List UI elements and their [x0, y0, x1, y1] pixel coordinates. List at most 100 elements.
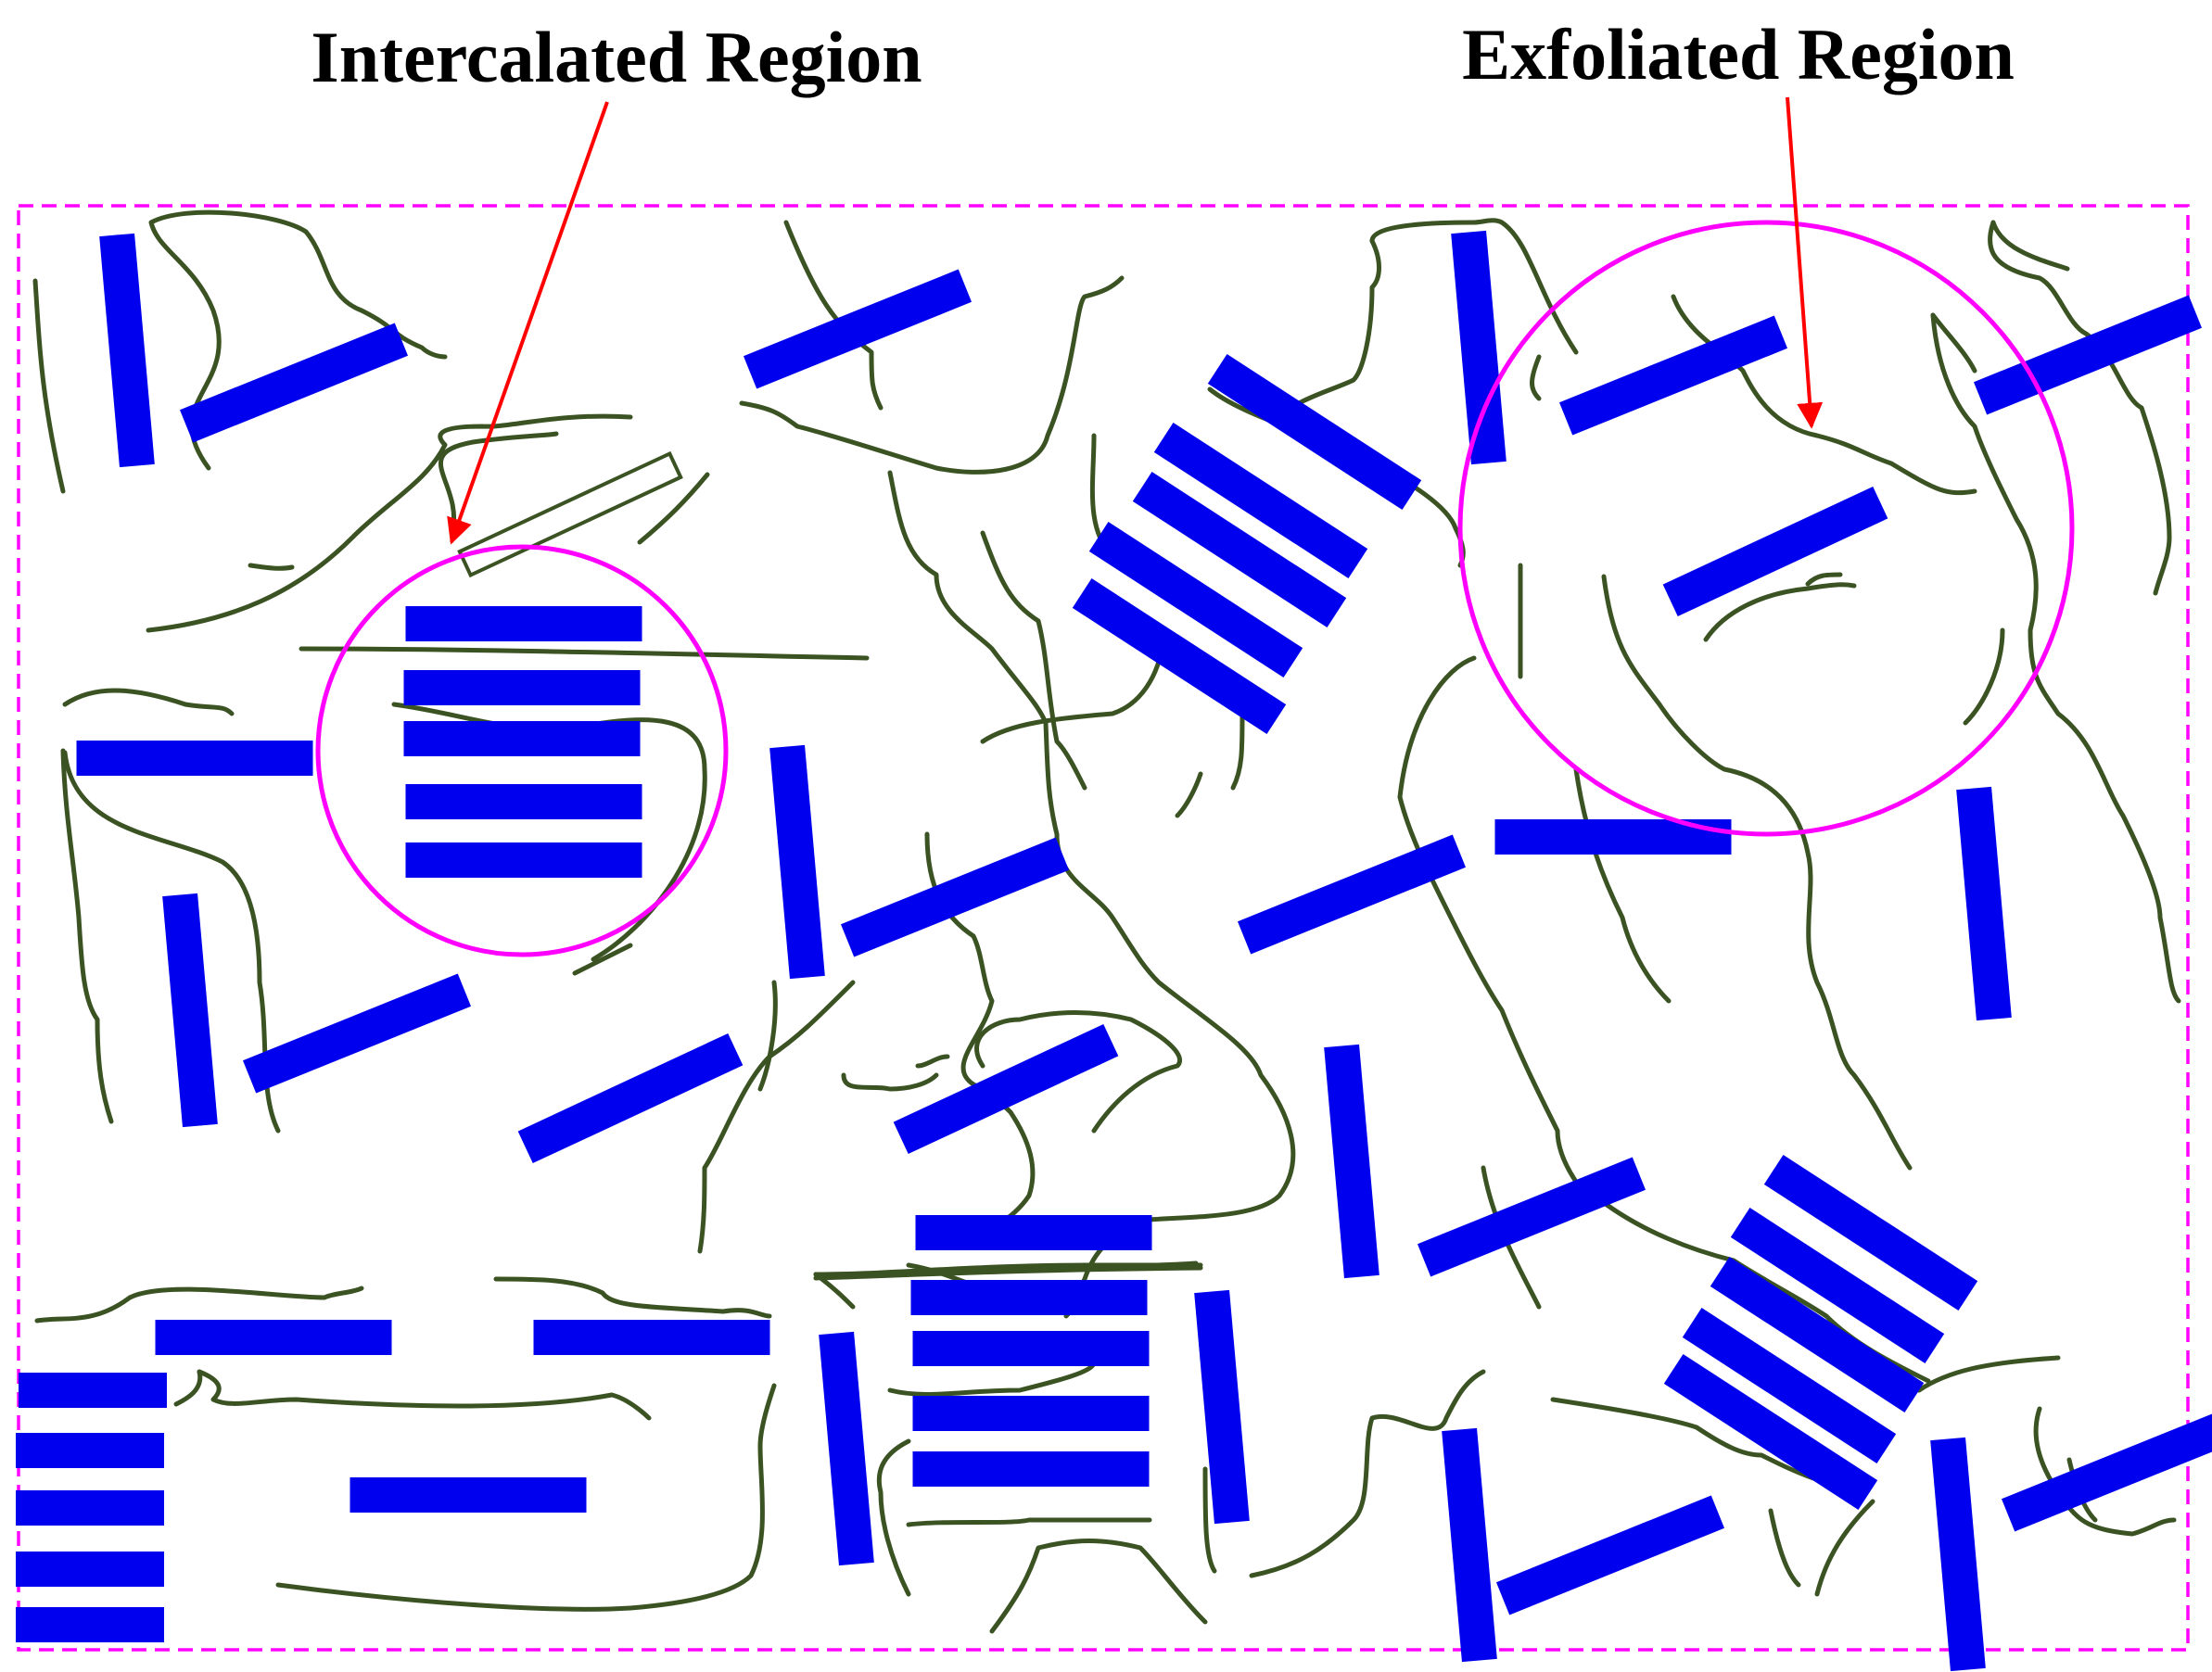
- clay-platelet: [1662, 486, 1888, 617]
- clay-platelet: [1495, 1495, 1725, 1615]
- clay-platelet: [1710, 1256, 1925, 1413]
- polymer-chain: [60, 748, 114, 1124]
- clay-platelet: [76, 741, 313, 776]
- clay-platelet: [1930, 1437, 1986, 1672]
- clay-platelet: [1973, 295, 2203, 415]
- polymer-chain: [1601, 574, 1913, 1171]
- polymer-chain: [32, 278, 66, 494]
- clay-platelet: [405, 784, 642, 819]
- polymer-chain: [841, 1072, 939, 1092]
- clay-platelet: [2001, 1412, 2212, 1532]
- polymer-chain: [2033, 1406, 2177, 1537]
- polymer-chain: [148, 209, 448, 471]
- outlined-platelet: [457, 450, 683, 578]
- clay-platelet: [1237, 834, 1467, 955]
- polymer-chain: [915, 1054, 950, 1069]
- polymer-chain: [1988, 220, 2172, 596]
- clay-platelet: [1682, 1307, 1897, 1464]
- polymer-chain: [813, 1262, 1203, 1277]
- polymer-chain: [887, 470, 1296, 1226]
- polymer-chain: [439, 431, 559, 536]
- polymer-chain: [146, 413, 633, 633]
- polymer-chain: [299, 646, 870, 661]
- clay-platelet: [1194, 1289, 1250, 1525]
- clay-platelet: [16, 1607, 164, 1642]
- polymer-chain: [757, 980, 778, 1092]
- clay-platelet: [16, 1433, 164, 1468]
- clay-platelet: [1417, 1157, 1646, 1277]
- polymer-chain: [1369, 218, 1579, 355]
- polymer-chain: [876, 1438, 911, 1597]
- clay-platelet: [912, 1331, 1150, 1366]
- intercalated-arrow: [447, 101, 609, 545]
- clay-platelet: [1451, 230, 1506, 465]
- polymer-chain: [34, 1286, 364, 1324]
- polymer-chain: [1814, 1499, 1875, 1597]
- clay-platelet: [743, 269, 973, 389]
- clay-platelet: [912, 1451, 1150, 1487]
- polymer-chain: [1963, 627, 2005, 726]
- clay-platelet: [1132, 471, 1347, 628]
- polymer-chain: [1990, 220, 2070, 272]
- clay-platelet: [242, 973, 472, 1094]
- polymer-chain: [1397, 655, 1579, 1184]
- polymer-chain: [1671, 294, 1977, 496]
- clay-platelet: [840, 837, 1070, 957]
- polymer-chain: [980, 637, 1166, 744]
- polymer-chain: [197, 1369, 652, 1421]
- polymer-chain: [1768, 1508, 1801, 1588]
- clay-platelet: [405, 606, 642, 641]
- clay-platelet: [915, 1215, 1152, 1250]
- exfoliated-arrow: [1786, 96, 1824, 429]
- clay-platelet: [179, 323, 409, 443]
- polymer-chain: [1805, 572, 1843, 587]
- clay-platelet: [769, 744, 825, 980]
- polymer-chain: [924, 831, 1036, 1245]
- polymer-chain: [1930, 312, 1977, 374]
- exfoliated-region-circle: [1457, 220, 2075, 837]
- intercalated-region-label: Intercalated Region: [311, 17, 922, 97]
- clay-platelet: [1207, 353, 1422, 511]
- clay-platelet: [405, 842, 642, 878]
- polymer-chain: [1230, 711, 1245, 791]
- clay-platelet: [1088, 521, 1303, 678]
- clay-platelet: [16, 1490, 164, 1526]
- clay-platelet: [1763, 1154, 1978, 1311]
- clay-platelet: [19, 1373, 167, 1408]
- clay-platelet: [1324, 1044, 1379, 1279]
- clay-platelet: [1663, 1353, 1878, 1511]
- clay-platelet: [350, 1477, 587, 1513]
- polymer-chain: [1703, 582, 1857, 642]
- polymer-chain: [974, 1010, 1182, 1134]
- polymer-chain: [906, 1517, 1152, 1527]
- polymer-chain: [887, 1360, 1097, 1397]
- polymer-chain: [697, 980, 856, 1254]
- polymer-chain: [637, 472, 710, 545]
- polymer-chain: [1202, 1466, 1217, 1574]
- intercalated-region-circle: [315, 544, 729, 957]
- clay-platelet: [16, 1552, 164, 1587]
- clay-platelet: [517, 1032, 744, 1164]
- clay-platelet: [403, 721, 641, 756]
- polymer-chain: [572, 943, 633, 976]
- polymer-chain: [989, 1539, 1208, 1634]
- clay-platelets: [16, 230, 2212, 1672]
- clay-platelet: [1730, 1207, 1945, 1364]
- polymer-chain: [173, 1369, 203, 1407]
- clay-platelet: [1153, 422, 1368, 579]
- polymer-chain: [493, 1276, 772, 1319]
- polymer-chain: [980, 530, 1087, 791]
- polymer-chain: [1530, 354, 1542, 401]
- polymer-chain: [1916, 1355, 2061, 1393]
- clay-platelet: [893, 1023, 1119, 1155]
- polymer-chain: [813, 1265, 1203, 1281]
- exfoliated-region-label: Exfoliated Region: [1462, 14, 2015, 95]
- polymer-chain: [248, 563, 295, 571]
- clay-platelet: [162, 893, 218, 1128]
- clay-platelet: [1442, 1427, 1497, 1663]
- polymer-chain: [1573, 766, 1672, 1004]
- polymer-chain: [739, 275, 1125, 475]
- clay-platelet: [1072, 577, 1287, 735]
- polymer-chain: [1277, 238, 1381, 420]
- polymer-chain: [1249, 1369, 1486, 1578]
